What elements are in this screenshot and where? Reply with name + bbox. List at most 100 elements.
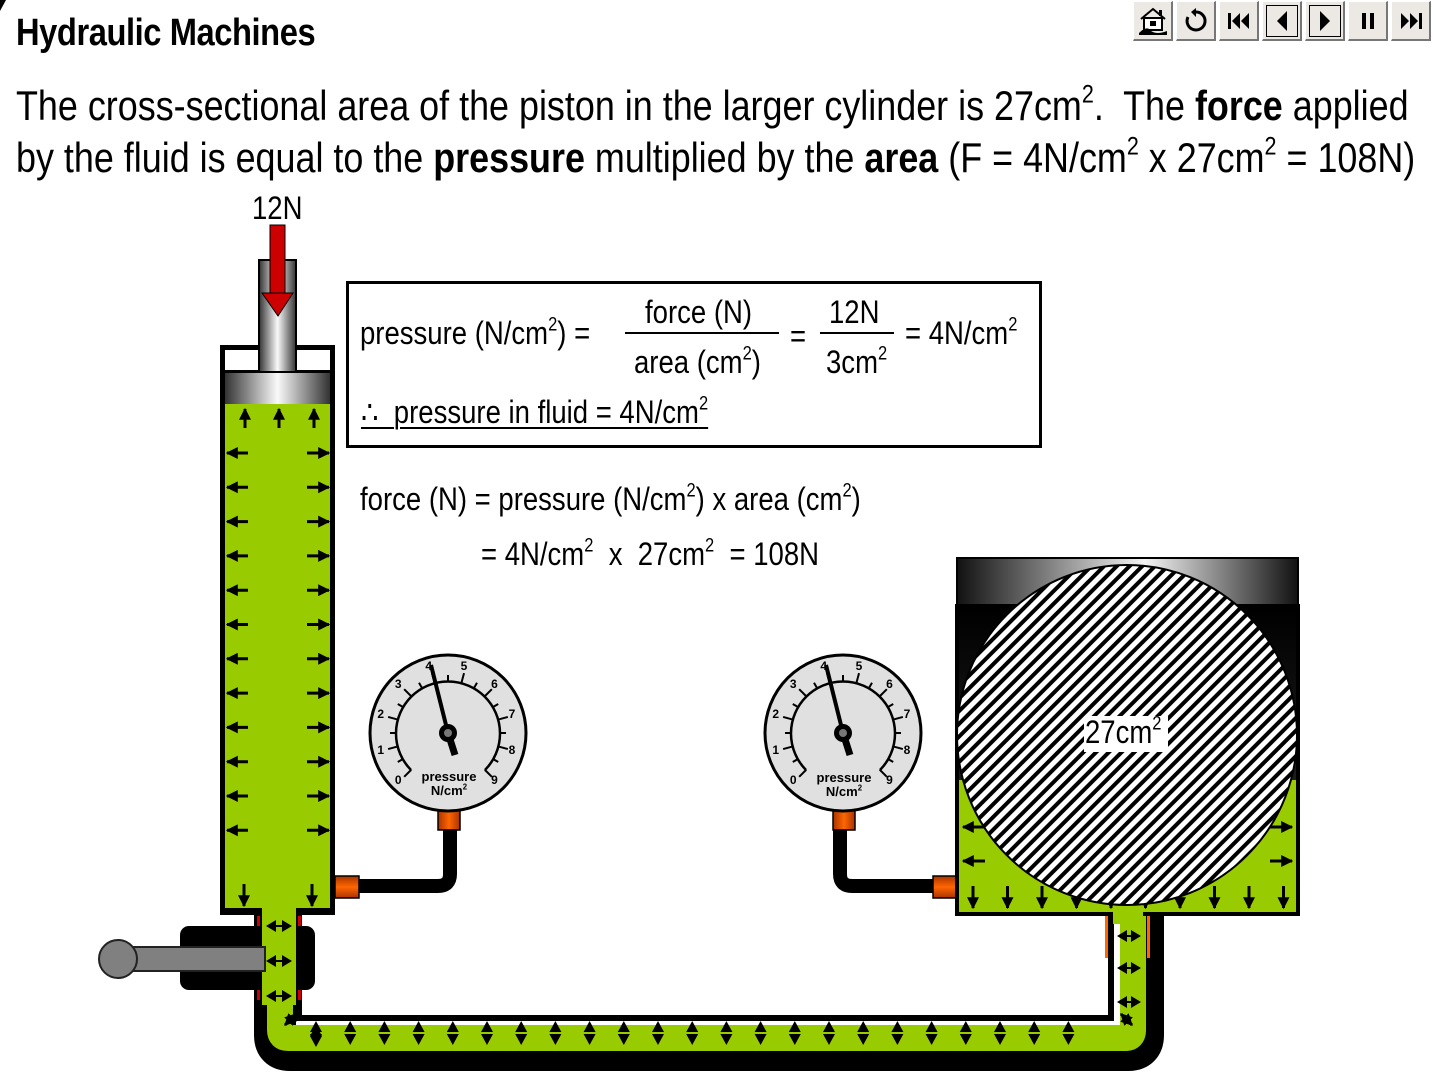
gauge-label-line2: N/cm2: [399, 783, 499, 798]
bottom-pipe-arrows: [310, 1021, 1075, 1045]
pressure-lhs: pressure (N/cm2) =: [360, 315, 590, 352]
text-span: ): [751, 344, 761, 380]
superscript: 2: [1081, 80, 1094, 109]
gauge-tick-label: 0: [789, 773, 797, 788]
corner-arrows: [283, 1012, 1134, 1027]
pause-button[interactable]: [1348, 1, 1388, 41]
gauge-tick-label: 4: [425, 659, 433, 674]
gauge-tick-label: 1: [377, 742, 384, 757]
next-button[interactable]: [1305, 1, 1345, 41]
superscript: 2: [857, 783, 863, 793]
gauge-tick-label: 6: [886, 676, 893, 691]
skip-to-start-icon: [1227, 12, 1249, 29]
superscript: 2: [1152, 713, 1162, 735]
home-icon: [1138, 7, 1167, 35]
text-span: by the fluid is equal to the: [16, 134, 434, 181]
pause-icon: [1361, 12, 1374, 29]
text-span: ) =: [557, 315, 591, 351]
step-back-icon: [1276, 10, 1287, 31]
pipe-pressure-arrows: [0, 0, 6, 11]
superscript: 2: [584, 535, 594, 557]
superscript: 2: [742, 343, 752, 365]
text-span: x 27cm: [1138, 134, 1265, 181]
last-page-button[interactable]: [1391, 1, 1431, 41]
fraction2-denominator: 3cm2: [826, 344, 887, 381]
previous-button[interactable]: [1262, 1, 1302, 41]
page-title: Hydraulic Machines: [16, 12, 316, 54]
connecting-pipe: [254, 900, 1164, 1071]
text-span: force (N) = pressure (N/cm: [360, 481, 687, 517]
superscript: 2: [1264, 132, 1277, 161]
text-span: area (cm: [634, 344, 743, 380]
gauge-label-line1: pressure: [421, 769, 477, 784]
pressure-conclusion: ∴ pressure in fluid = 4N/cm2: [361, 393, 708, 431]
superscript: 2: [686, 480, 696, 502]
step-forward-icon: [1319, 10, 1330, 31]
gauge-tick-label: 3: [789, 676, 797, 691]
gauge-tick-label: 0: [394, 773, 402, 788]
gauge-tick-label: 8: [508, 742, 516, 757]
fraction1-denominator: area (cm2): [634, 344, 761, 381]
large-piston-area-label: 27cm2: [1085, 714, 1161, 751]
gauge-tick-label: 2: [377, 707, 384, 722]
gauge-tick-label: 7: [508, 707, 516, 722]
right-gauge-label: pressure N/cm2: [794, 770, 894, 799]
text-span: pressure (N/cm: [360, 315, 549, 351]
superscript: 2: [462, 782, 468, 792]
replay-button[interactable]: [1176, 1, 1216, 41]
force-equation-line1: force (N) = pressure (N/cm2) x area (cm2…: [360, 481, 861, 518]
next-button-frame: [1308, 4, 1341, 37]
right-gauge-hose: [832, 809, 958, 899]
gauge-unit: N/cm: [825, 784, 858, 799]
text-span: multiplied by the: [584, 134, 865, 181]
fraction2-numerator: 12N: [829, 294, 880, 330]
gauge-tick-label: 8: [903, 742, 911, 757]
input-force-label: 12N: [252, 190, 303, 226]
small-cylinder-down-arrows: [238, 884, 318, 908]
superscript: 2: [1126, 132, 1139, 161]
text-span: . The: [1093, 82, 1195, 129]
text-span: applied: [1282, 82, 1409, 129]
pressure-equation-box: [346, 281, 1042, 448]
gauge-unit: N/cm: [430, 783, 463, 798]
gauge-tick-label: 9: [491, 773, 498, 788]
right-riser-arrows: [1117, 930, 1141, 1008]
skip-to-end-icon: [1400, 12, 1422, 29]
first-page-button[interactable]: [1219, 1, 1259, 41]
small-cylinder: [220, 345, 335, 925]
gauge-tick-label: 6: [491, 676, 498, 691]
gauge-tick-label: 5: [460, 659, 468, 674]
superscript: 2: [842, 480, 852, 502]
text-span: = 4N/cm: [905, 315, 1009, 351]
bold-term-area: area: [864, 134, 939, 181]
text-span: The cross-sectional area of the piston i…: [16, 82, 1082, 129]
input-force-arrow: [261, 224, 294, 317]
replay-icon: [1185, 7, 1207, 31]
left-gauge-label: pressure N/cm2: [399, 769, 499, 798]
text-span: ∴ pressure in fluid = 4N/cm: [361, 394, 699, 430]
gauge-tick-label: 3: [394, 676, 402, 691]
large-piston-cross-section: [956, 564, 1298, 906]
right-pressure-gauge: [763, 653, 923, 813]
left-pressure-gauge: [368, 653, 528, 813]
pump-lever: [98, 912, 315, 1008]
gauge-label-line2: N/cm2: [794, 784, 894, 799]
text-span: x 27cm: [593, 536, 706, 572]
navigation-toolbar: [1133, 1, 1431, 41]
gauge-tick-label: 4: [820, 659, 828, 674]
bold-term-force: force: [1194, 82, 1283, 129]
intro-paragraph: The cross-sectional area of the piston i…: [16, 80, 1415, 184]
fraction2-bar: [820, 332, 894, 334]
left-gauge-hose: [334, 809, 461, 899]
area-value: 27cm: [1085, 714, 1153, 750]
text-span: 3cm: [826, 344, 878, 380]
small-cylinder-arrows: [239, 407, 320, 428]
fraction1-numerator: force (N): [645, 294, 753, 330]
intro-line-1: The cross-sectional area of the piston i…: [16, 80, 1415, 132]
fraction1-bar: [625, 332, 779, 334]
intro-line-2: by the fluid is equal to the pressure mu…: [16, 132, 1415, 184]
text-span: = 108N): [1276, 134, 1416, 181]
equals-sign: =: [790, 318, 807, 354]
home-button[interactable]: [1133, 1, 1173, 41]
